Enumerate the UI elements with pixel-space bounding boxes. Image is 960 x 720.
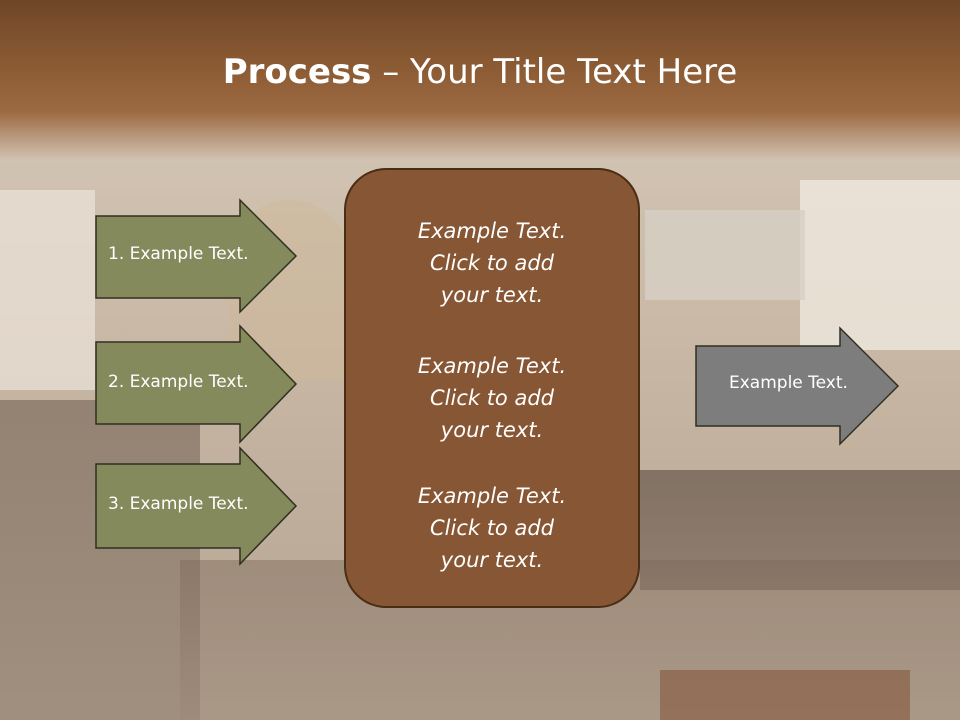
center-block-3-line-2: Click to add: [429, 516, 554, 540]
background-island: [640, 470, 960, 590]
center-block-3: Example Text. Click to add your text.: [346, 480, 638, 576]
step-2-arrow[interactable]: [95, 324, 298, 444]
step-2-label: 2. Example Text.: [108, 372, 249, 392]
center-block-1: Example Text. Click to add your text.: [346, 215, 638, 311]
title-band: [0, 0, 960, 160]
slide-title: Process – Your Title Text Here: [0, 52, 960, 92]
step-3-arrow[interactable]: [95, 446, 298, 566]
center-block-3-line-3: your text.: [440, 548, 544, 572]
center-block-3-line-1: Example Text.: [417, 484, 567, 508]
center-block-2-line-1: Example Text.: [417, 354, 567, 378]
background-range-hood: [645, 210, 805, 300]
background-counter-left: [0, 400, 200, 720]
title-bold: Process: [222, 52, 372, 92]
background-cabinet-right: [800, 180, 960, 350]
title-rest: – Your Title Text Here: [371, 52, 738, 92]
step-1-label: 1. Example Text.: [108, 244, 249, 264]
result-arrow[interactable]: [695, 326, 900, 446]
center-block-1-line-2: Click to add: [429, 251, 554, 275]
background-cabinet-left: [0, 190, 95, 390]
center-block-2-line-2: Click to add: [429, 386, 554, 410]
background-stool: [660, 670, 910, 720]
center-block-2-line-3: your text.: [440, 418, 544, 442]
step-1-arrow[interactable]: [95, 198, 298, 314]
center-block-1-line-1: Example Text.: [417, 219, 567, 243]
center-text-box[interactable]: Example Text. Click to add your text. Ex…: [344, 168, 640, 608]
step-3-label: 3. Example Text.: [108, 494, 249, 514]
center-block-2: Example Text. Click to add your text.: [346, 350, 638, 446]
result-label: Example Text.: [729, 373, 848, 393]
center-block-1-line-3: your text.: [440, 283, 544, 307]
